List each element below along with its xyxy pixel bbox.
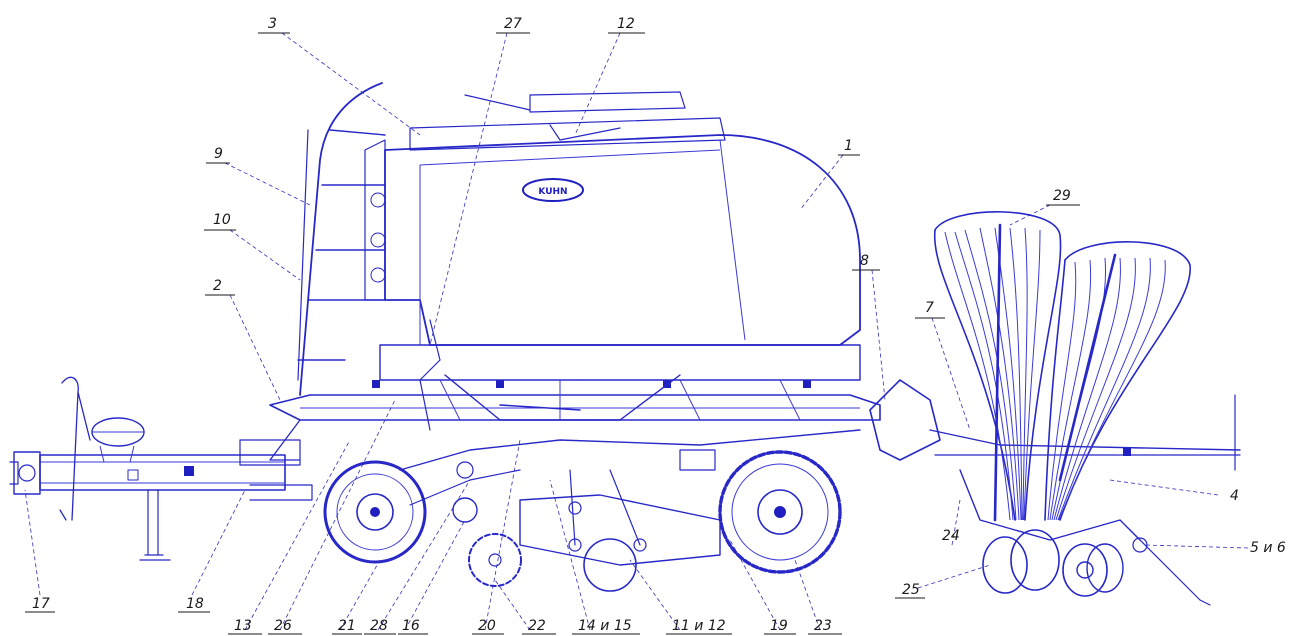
callout-27-text: 27: [504, 16, 522, 32]
callout-4-text: 4: [1230, 488, 1239, 504]
callout-24: 24: [942, 528, 960, 544]
callout-18: 18: [178, 596, 210, 613]
ladder: [297, 82, 386, 396]
callout-16-text: 16: [402, 618, 420, 634]
callout-19: 19: [764, 618, 796, 635]
callout-9: 9: [206, 146, 230, 164]
callout-2-text: 2: [213, 278, 222, 294]
coulter-discs: [982, 529, 1124, 597]
callout-12-top: 12: [608, 16, 645, 34]
callout-24-text: 24: [942, 528, 960, 544]
callout-1: 1: [838, 138, 860, 156]
undercarriage: [399, 319, 861, 566]
packer-wheels: [468, 533, 637, 592]
callout-17-text: 17: [32, 596, 50, 612]
callout-16: 16: [398, 618, 428, 635]
rear-wheel: [718, 450, 842, 574]
callout-3-text: 3: [268, 16, 277, 32]
callout-19-text: 19: [770, 618, 788, 634]
callout-22-text: 22: [528, 618, 546, 634]
callout-20-text: 20: [478, 618, 496, 634]
callout-27: 27: [496, 16, 530, 34]
callout-5-6-text: 5 и 6: [1250, 540, 1286, 556]
front-wheel: [323, 460, 427, 564]
callout-22: 22: [522, 618, 556, 635]
callout-18-text: 18: [186, 596, 204, 612]
callout-8: 8: [852, 253, 880, 271]
brand-badge: KUHN: [522, 178, 584, 202]
callout-28: 28: [364, 618, 396, 635]
callout-25: 25: [895, 582, 925, 599]
callout-23: 23: [808, 618, 842, 635]
callout-12-top-text: 12: [617, 16, 635, 32]
callout-5-6: 5 и 6: [1250, 540, 1286, 556]
callout-28-text: 28: [370, 618, 388, 634]
callout-2: 2: [205, 278, 235, 296]
callout-21-text: 21: [338, 618, 356, 634]
callout-10: 10: [204, 212, 236, 231]
callout-29: 29: [1046, 188, 1080, 206]
callout-8-text: 8: [860, 253, 869, 269]
callout-13: 13: [228, 618, 262, 635]
callout-1-text: 1: [844, 138, 853, 154]
toolbar: [869, 379, 1241, 606]
distribution-head-rear: [1044, 241, 1191, 521]
drawbar: [9, 376, 313, 561]
callout-9-text: 9: [214, 146, 223, 162]
callout-14-15-text: 14 и 15: [578, 618, 632, 634]
callout-25-text: 25: [902, 582, 920, 598]
callout-3: 3: [258, 16, 290, 34]
callout-26: 26: [268, 618, 302, 635]
callout-7: 7: [915, 300, 945, 319]
callout-labels: 3 27 12 1 29 9 10 2 8 7 4 5 и 6 24 25 17…: [25, 16, 1286, 635]
brand-badge-text: KUHN: [538, 187, 567, 197]
callout-29-text: 29: [1053, 188, 1071, 204]
callout-11-12: 11 и 12: [666, 618, 732, 635]
callout-23-text: 23: [814, 618, 832, 634]
callout-10-text: 10: [213, 212, 231, 228]
callout-13-text: 13: [234, 618, 252, 634]
leader-lines: [24, 32, 1249, 631]
distribution-head-front: [933, 211, 1062, 522]
callout-7-text: 7: [925, 300, 934, 316]
callout-21: 21: [332, 618, 362, 635]
callout-17: 17: [25, 596, 55, 613]
seed-hopper: [364, 91, 861, 421]
callout-11-12-text: 11 и 12: [672, 618, 726, 634]
callout-14-15: 14 и 15: [572, 618, 640, 635]
callout-4: 4: [1230, 488, 1239, 504]
callout-26-text: 26: [274, 618, 292, 634]
callout-20: 20: [472, 618, 504, 635]
